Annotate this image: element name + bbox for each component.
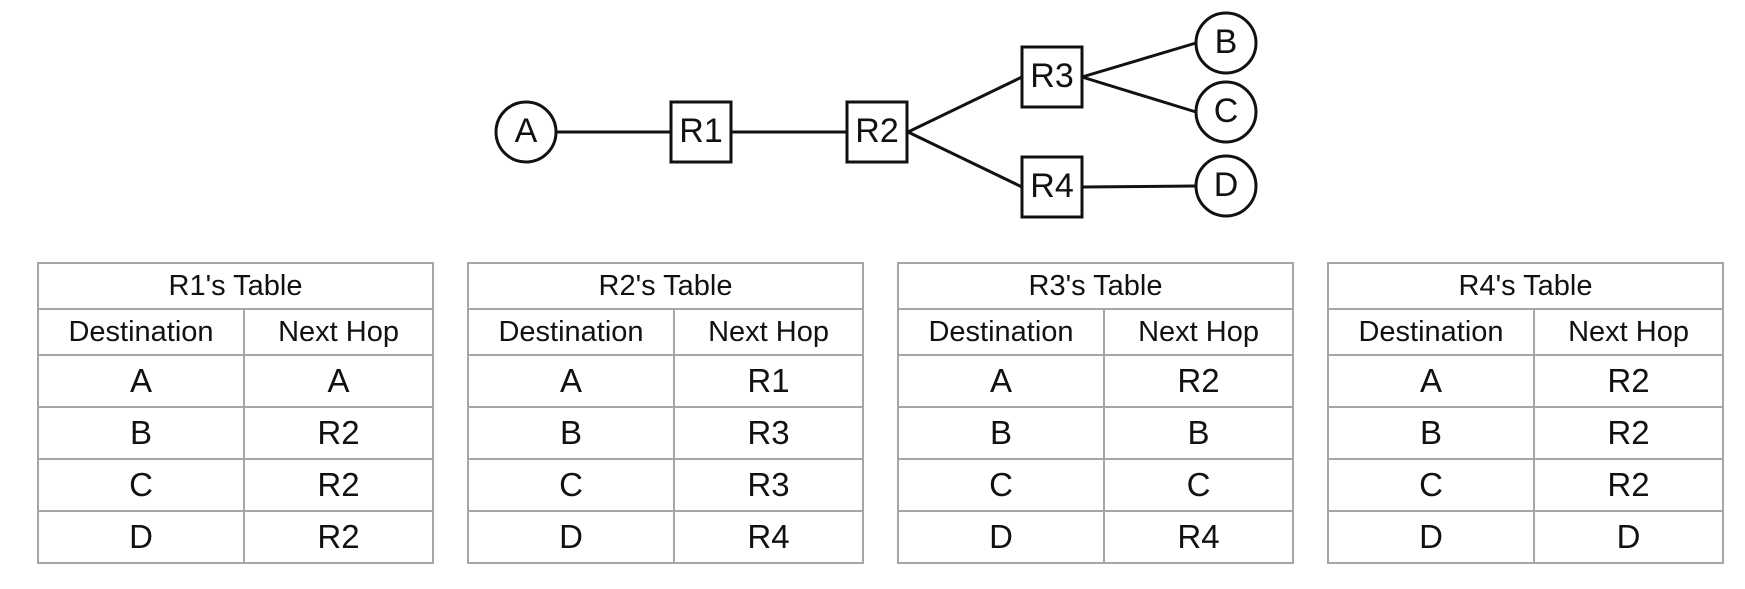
next-hop-cell: R2 [1532, 458, 1725, 512]
destination-cell: B [467, 406, 675, 460]
destination-cell: D [1327, 510, 1535, 564]
node-c-label: C [1214, 92, 1239, 130]
routing-table-r4: R4's Table Destination Next Hop A R2 B R… [1326, 262, 1725, 564]
node-r1: R1 [669, 100, 733, 164]
node-d-label: D [1214, 166, 1239, 204]
table-title-row: R1's Table [36, 262, 435, 310]
table-header-row: Destination Next Hop [897, 308, 1295, 356]
next-hop-cell: R1 [672, 354, 865, 408]
node-r4-label: R4 [1030, 167, 1073, 205]
column-header-destination: Destination [37, 308, 245, 356]
next-hop-cell: B [1102, 406, 1295, 460]
column-header-destination: Destination [897, 308, 1105, 356]
next-hop-cell: R2 [242, 510, 435, 564]
table-row: D D [1327, 510, 1725, 564]
next-hop-cell: R2 [242, 406, 435, 460]
routing-table-r3: R3's Table Destination Next Hop A R2 B B… [896, 262, 1295, 564]
table-row: C R2 [37, 458, 435, 512]
table-title-row: R3's Table [896, 262, 1295, 310]
table-row: A R2 [1327, 354, 1725, 408]
destination-cell: A [467, 354, 675, 408]
node-a: A [494, 100, 558, 164]
destination-cell: B [897, 406, 1105, 460]
table-title-row: R2's Table [466, 262, 865, 310]
next-hop-cell: R2 [1532, 354, 1725, 408]
column-header-next-hop: Next Hop [1102, 308, 1295, 356]
destination-cell: D [467, 510, 675, 564]
column-header-next-hop: Next Hop [672, 308, 865, 356]
routing-table-r2: R2's Table Destination Next Hop A R1 B R… [466, 262, 865, 564]
link-r3-b [1081, 41, 1197, 79]
next-hop-cell: R2 [1102, 354, 1295, 408]
destination-cell: C [467, 458, 675, 512]
next-hop-cell: A [242, 354, 435, 408]
destination-cell: A [897, 354, 1105, 408]
table-title: R3's Table [896, 262, 1295, 310]
table-row: B R3 [467, 406, 865, 460]
node-r4: R4 [1020, 155, 1084, 219]
next-hop-cell: R4 [672, 510, 865, 564]
node-r2-label: R2 [855, 112, 898, 150]
destination-cell: C [37, 458, 245, 512]
column-header-next-hop: Next Hop [242, 308, 435, 356]
destination-cell: B [37, 406, 245, 460]
table-title-row: R4's Table [1326, 262, 1725, 310]
node-r3-label: R3 [1030, 57, 1073, 95]
node-b: B [1194, 11, 1258, 75]
node-d: D [1194, 154, 1258, 218]
node-c: C [1194, 80, 1258, 144]
column-header-destination: Destination [467, 308, 675, 356]
node-b-label: B [1215, 23, 1238, 61]
table-row: D R4 [897, 510, 1295, 564]
next-hop-cell: R3 [672, 406, 865, 460]
link-r4-d [1081, 184, 1197, 189]
node-r1-label: R1 [679, 112, 722, 150]
table-row: C C [897, 458, 1295, 512]
table-row: A R2 [897, 354, 1295, 408]
destination-cell: D [37, 510, 245, 564]
table-title: R2's Table [466, 262, 865, 310]
next-hop-cell: D [1532, 510, 1725, 564]
table-row: B R2 [1327, 406, 1725, 460]
table-row: A R1 [467, 354, 865, 408]
next-hop-cell: R4 [1102, 510, 1295, 564]
table-header-row: Destination Next Hop [467, 308, 865, 356]
table-row: D R4 [467, 510, 865, 564]
table-title: R1's Table [36, 262, 435, 310]
table-header-row: Destination Next Hop [37, 308, 435, 356]
table-row: C R2 [1327, 458, 1725, 512]
next-hop-cell: R3 [672, 458, 865, 512]
column-header-next-hop: Next Hop [1532, 308, 1725, 356]
next-hop-cell: R2 [242, 458, 435, 512]
table-row: C R3 [467, 458, 865, 512]
link-r3-c [1081, 75, 1197, 114]
destination-cell: D [897, 510, 1105, 564]
table-row: A A [37, 354, 435, 408]
next-hop-cell: C [1102, 458, 1295, 512]
node-r3: R3 [1020, 45, 1084, 109]
node-a-label: A [515, 112, 538, 150]
column-header-destination: Destination [1327, 308, 1535, 356]
link-r2-r4 [907, 130, 1023, 189]
destination-cell: B [1327, 406, 1535, 460]
link-r2-r3 [907, 75, 1023, 134]
destination-cell: C [1327, 458, 1535, 512]
table-title: R4's Table [1326, 262, 1725, 310]
table-row: B B [897, 406, 1295, 460]
table-row: B R2 [37, 406, 435, 460]
destination-cell: C [897, 458, 1105, 512]
destination-cell: A [1327, 354, 1535, 408]
table-header-row: Destination Next Hop [1327, 308, 1725, 356]
routing-table-r1: R1's Table Destination Next Hop A A B R2… [36, 262, 435, 564]
node-r2: R2 [845, 100, 909, 164]
table-row: D R2 [37, 510, 435, 564]
network-topology-diagram: A R1 R2 R3 R4 B C D [494, 11, 1258, 219]
next-hop-cell: R2 [1532, 406, 1725, 460]
destination-cell: A [37, 354, 245, 408]
